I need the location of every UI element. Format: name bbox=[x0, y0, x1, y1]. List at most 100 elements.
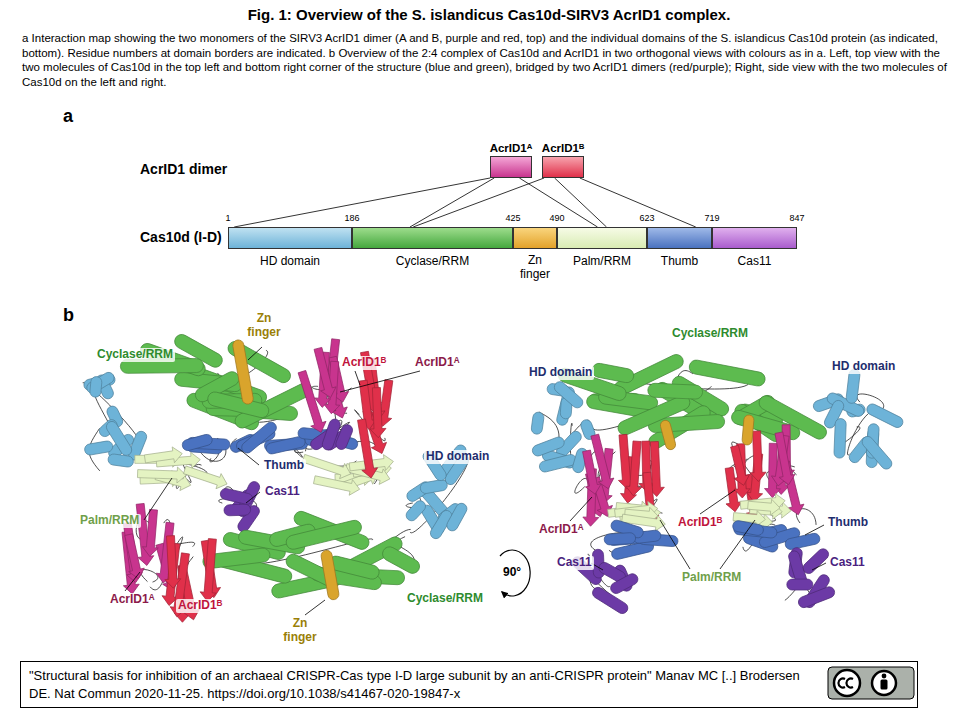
citation-text: "Structural basis for inhibition of an a… bbox=[21, 662, 827, 707]
helix-cylinder bbox=[609, 572, 640, 596]
structure-label: AcrID1ᴬ bbox=[108, 593, 157, 607]
residue-number: 847 bbox=[789, 213, 804, 223]
structure-label: AcrID1ᴮ bbox=[176, 599, 224, 613]
figure-title: Fig. 1: Overview of the S. islandicus Ca… bbox=[0, 6, 978, 23]
residue-number: 1 bbox=[225, 213, 230, 223]
residue-number: 425 bbox=[505, 213, 520, 223]
helix-cylinder bbox=[181, 433, 213, 452]
structure-label: HD domain bbox=[527, 366, 594, 380]
structure-label: Palm/RRM bbox=[680, 571, 743, 585]
license-icon bbox=[828, 667, 914, 699]
beta-strand bbox=[727, 444, 752, 487]
leader-line bbox=[340, 371, 420, 392]
citation-box: "Structural basis for inhibition of an a… bbox=[20, 661, 918, 708]
structure-label: Zn finger bbox=[239, 312, 289, 340]
helix-cylinder bbox=[419, 479, 448, 494]
helix-cylinder bbox=[232, 339, 254, 405]
beta-strand bbox=[587, 433, 616, 491]
illustration-part bbox=[834, 670, 860, 696]
beta-strand bbox=[162, 535, 181, 588]
structure-label: AcrID1ᴬ bbox=[413, 356, 462, 370]
interaction-line bbox=[413, 178, 544, 227]
structure-label: HD domain bbox=[424, 450, 491, 464]
beta-strand bbox=[301, 451, 353, 482]
helix-cylinder bbox=[404, 498, 428, 523]
panel-letter: b bbox=[63, 305, 74, 326]
row-label: Cas10d (I-D) bbox=[140, 229, 222, 245]
beta-strand bbox=[625, 441, 645, 497]
residue-number: 623 bbox=[639, 213, 654, 223]
monomer-box: AcrID1ᴬ bbox=[490, 156, 532, 178]
helix-cylinder bbox=[219, 487, 253, 505]
helix-cylinder bbox=[860, 434, 894, 471]
beta-strand bbox=[137, 466, 186, 484]
helix-cylinder bbox=[89, 376, 102, 398]
helix-cylinder bbox=[590, 585, 629, 615]
leader-line bbox=[248, 347, 262, 360]
leader-line bbox=[144, 478, 172, 520]
helix-cylinder bbox=[846, 369, 861, 404]
leader-line bbox=[805, 525, 824, 535]
leader-line bbox=[700, 490, 735, 514]
domain-label: Zn finger bbox=[512, 254, 558, 282]
domain-label: Palm/RRM bbox=[573, 254, 631, 268]
structure-label: AcrID1ᴮ bbox=[676, 516, 724, 530]
helix-cylinder bbox=[801, 547, 831, 576]
helix-cylinder bbox=[380, 544, 422, 576]
structure-label: Palm/RRM bbox=[78, 514, 141, 528]
beta-strand bbox=[771, 431, 797, 486]
domain-segment: Cyclase/RRM bbox=[352, 227, 513, 249]
domain-segment: Zn finger bbox=[513, 227, 557, 249]
helix-cylinder bbox=[659, 419, 676, 451]
leader-line bbox=[355, 371, 360, 385]
helix-cylinder bbox=[531, 412, 545, 435]
residue-number: 490 bbox=[549, 213, 564, 223]
helix-cylinder bbox=[834, 418, 847, 458]
helix-cylinder bbox=[334, 423, 354, 451]
monomer-label: AcrID1ᴮ bbox=[542, 142, 584, 154]
domain-segment: Thumb bbox=[647, 227, 712, 249]
residue-number: 186 bbox=[344, 213, 359, 223]
helix-cylinder bbox=[224, 504, 251, 516]
structure-label: Cyclase/RRM bbox=[670, 327, 750, 341]
beta-strand bbox=[142, 509, 162, 557]
structure-label: Cyclase/RRM bbox=[95, 348, 175, 362]
interaction-line bbox=[519, 178, 597, 227]
helix-cylinder bbox=[104, 419, 133, 457]
beta-strand bbox=[310, 346, 338, 399]
rotation-arrow bbox=[500, 550, 530, 596]
leader-line bbox=[125, 572, 140, 591]
domain-label: HD domain bbox=[260, 254, 320, 268]
helix-cylinder bbox=[648, 383, 703, 399]
illustration-part bbox=[881, 680, 888, 690]
structure-label: HD domain bbox=[830, 360, 897, 374]
residue-number: 719 bbox=[704, 213, 719, 223]
secondary-structure bbox=[83, 332, 905, 622]
row-label: 90° bbox=[503, 566, 521, 580]
interaction-line bbox=[580, 178, 696, 227]
structure-label: Cas11 bbox=[828, 556, 867, 570]
helix-cylinder bbox=[206, 390, 270, 419]
helix-cylinder bbox=[616, 393, 692, 437]
helix-cylinder bbox=[688, 359, 766, 387]
helix-cylinder bbox=[538, 453, 577, 473]
helix-cylinder bbox=[784, 532, 821, 550]
beta-strand bbox=[313, 472, 362, 497]
domain-segment: Cas11 bbox=[712, 227, 797, 249]
domain-label: Thumb bbox=[661, 254, 698, 268]
structure-label: Thumb bbox=[262, 459, 306, 473]
helix-cylinder bbox=[107, 453, 134, 467]
illustration-part bbox=[882, 674, 887, 679]
leader-line bbox=[812, 563, 826, 570]
beta-strand bbox=[199, 538, 220, 602]
monomer-label: AcrID1ᴬ bbox=[490, 142, 533, 154]
leader-line bbox=[238, 448, 259, 465]
helix-cylinder bbox=[265, 435, 306, 454]
structure-label: Cas11 bbox=[555, 556, 594, 570]
structure-label: Cas11 bbox=[263, 485, 302, 499]
beta-strand bbox=[144, 446, 184, 467]
interaction-line bbox=[410, 178, 494, 227]
beta-strand bbox=[182, 462, 229, 491]
beta-strand bbox=[747, 497, 780, 516]
